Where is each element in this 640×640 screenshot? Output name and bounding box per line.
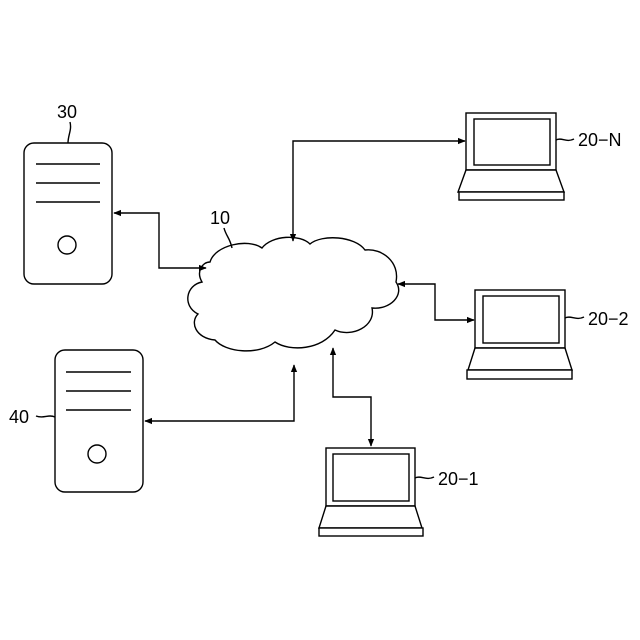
terminal-20-2-label: 20−2	[588, 309, 629, 329]
terminal-20-1-label: 20−1	[438, 469, 479, 489]
server-30: 30	[24, 102, 112, 284]
server-30-label: 30	[57, 102, 77, 122]
server-40-label: 40	[9, 407, 29, 427]
connector-server-30	[114, 213, 206, 268]
connector-terminal-20-2	[398, 284, 474, 320]
terminal-20-n: 20−N	[458, 113, 622, 200]
terminal-20-1: 20−1	[319, 448, 479, 536]
server-40: 40	[9, 350, 143, 492]
terminal-20-n-label: 20−N	[578, 130, 622, 150]
connector-terminal-20-1	[333, 348, 371, 446]
network-label: 10	[210, 208, 230, 228]
connector-terminal-20-n	[293, 141, 465, 241]
terminal-20-2: 20−2	[467, 290, 629, 379]
connector-server-40	[145, 365, 294, 421]
